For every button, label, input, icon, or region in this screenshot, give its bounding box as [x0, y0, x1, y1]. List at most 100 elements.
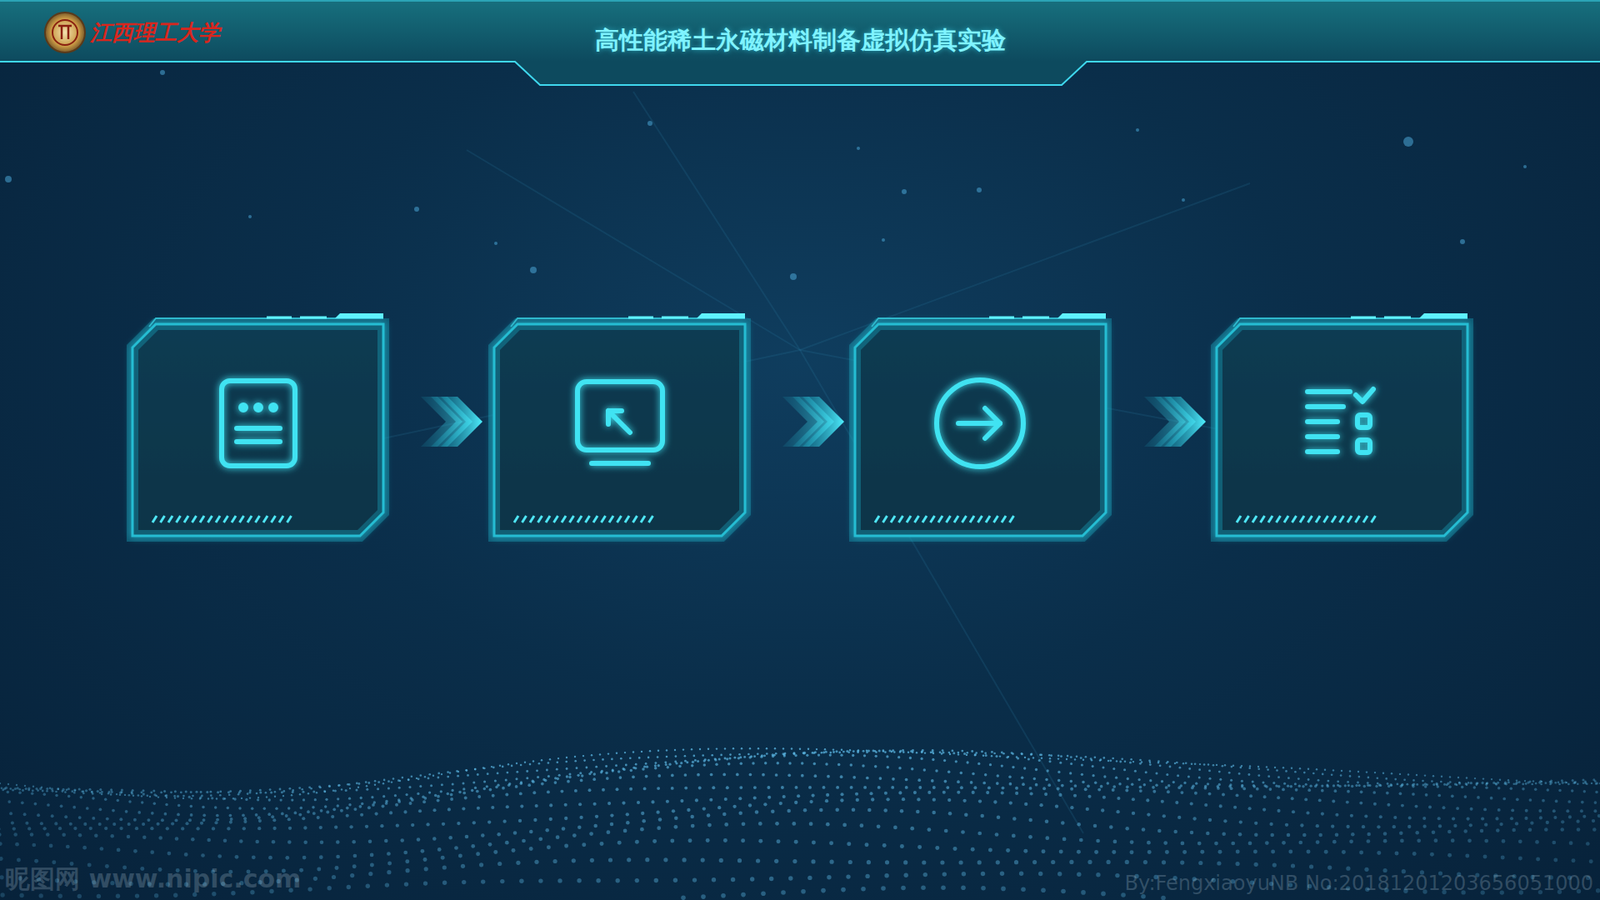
wave-dot: [788, 875, 793, 880]
wave-dot: [301, 790, 305, 794]
wave-dot: [440, 783, 444, 786]
wave-dot: [1541, 799, 1545, 803]
wave-dot: [793, 751, 796, 755]
wave-dot: [1499, 779, 1501, 781]
wave-dot: [302, 798, 305, 801]
wave-dot: [505, 778, 508, 781]
wave-dot: [1524, 816, 1528, 820]
wave-dot: [1551, 840, 1556, 845]
wave-dot: [127, 822, 131, 826]
wave-dot: [485, 785, 489, 788]
wave-dot: [825, 750, 828, 754]
wave-dot: [1030, 753, 1033, 756]
wave-dot: [275, 806, 278, 810]
wave-dot: [487, 820, 491, 824]
wave-dot: [832, 748, 835, 750]
wave-dot: [1057, 754, 1060, 757]
wave-dot: [205, 790, 209, 794]
wave-dot: [525, 770, 529, 773]
wave-dot: [1113, 840, 1118, 845]
wave-dot: [779, 801, 783, 805]
wave-dot: [1048, 754, 1051, 757]
wave-dot: [474, 768, 477, 771]
wave-dot: [1190, 763, 1193, 765]
wave-dot: [210, 794, 213, 797]
wave-dot: [1499, 822, 1503, 826]
wave-dot: [944, 780, 948, 784]
hatch-stripe: [514, 515, 519, 523]
wave-dot: [984, 773, 987, 776]
wave-dot: [287, 817, 291, 821]
wave-dot: [993, 800, 997, 804]
wave-dot: [1302, 833, 1307, 838]
wave-dot: [436, 776, 440, 780]
wave-dot: [1593, 809, 1597, 813]
wave-dot: [605, 771, 608, 775]
hatch-stripe: [538, 515, 543, 523]
wave-dot: [1076, 850, 1081, 855]
wave-dot: [119, 817, 123, 821]
wave-dot: [835, 807, 840, 812]
wave-dot: [593, 802, 597, 806]
hatch-stripe: [176, 515, 181, 523]
wave-dot: [1177, 785, 1181, 790]
wave-dot: [875, 750, 878, 754]
wave-dot: [1081, 780, 1085, 784]
wave-dot: [835, 785, 840, 790]
wave-dot: [1411, 792, 1415, 796]
wave-dot: [19, 893, 24, 898]
wave-dot: [722, 812, 727, 817]
wave-dot: [350, 873, 355, 878]
wave-dot: [557, 757, 560, 760]
wave-dot: [1143, 783, 1146, 786]
wave-dot: [1126, 777, 1130, 780]
wave-dot: [707, 823, 712, 828]
wave-dot: [709, 798, 713, 802]
wave-dot: [1453, 824, 1457, 828]
wave-dot: [206, 838, 211, 843]
wave-dot: [287, 840, 292, 845]
wave-dot: [319, 855, 324, 860]
wave-dot: [255, 792, 259, 795]
wave-dot: [1431, 830, 1436, 835]
wave-dot: [67, 795, 70, 798]
wave-dot: [1561, 781, 1565, 785]
wave-dot: [1518, 839, 1523, 844]
wave-dot: [963, 752, 966, 755]
wave-dot: [116, 799, 120, 802]
wave-dot: [1000, 790, 1005, 795]
wave-dot: [1219, 778, 1222, 781]
wave-dot: [663, 857, 668, 862]
wave-dot: [440, 790, 443, 793]
wave-dot: [1208, 792, 1212, 796]
wave-dot: [1457, 776, 1460, 779]
wave-dot: [1277, 775, 1280, 779]
wave-dot: [860, 886, 866, 892]
wave-dot: [1345, 800, 1350, 805]
wave-dot: [1345, 825, 1350, 829]
wave-dot: [1295, 788, 1299, 792]
wave-dot: [465, 835, 470, 840]
wave-dot: [809, 800, 813, 804]
wave-dot: [850, 785, 854, 790]
star-dot: [790, 273, 797, 280]
wave-dot: [460, 864, 465, 869]
wave-dot: [748, 803, 752, 807]
wave-dot: [404, 881, 409, 886]
wave-dot: [970, 847, 975, 852]
wave-dot: [1428, 805, 1432, 810]
wave-dot: [1492, 781, 1495, 785]
wave-dot: [83, 822, 87, 826]
wave-dot: [1165, 785, 1169, 790]
wave-dot: [285, 855, 290, 860]
wave-dot: [1595, 888, 1600, 893]
wave-dot: [1182, 762, 1185, 765]
wave-dot: [1399, 831, 1404, 836]
wave-dot: [607, 752, 610, 755]
wave-dot: [374, 780, 377, 783]
wave-dot: [761, 773, 765, 777]
wave-dot: [670, 774, 675, 778]
wave-dot: [1014, 860, 1019, 865]
wave-dot: [46, 803, 50, 807]
wave-dot: [920, 885, 926, 890]
